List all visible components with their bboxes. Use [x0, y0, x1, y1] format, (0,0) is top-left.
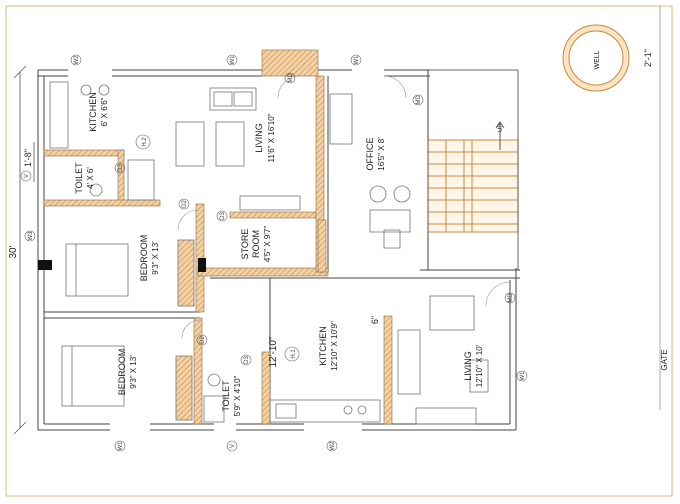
tag-h2: H.2	[142, 137, 148, 147]
room-dims: 9'3" X 13'	[151, 241, 160, 275]
room-dims: 5'9" X 4'10"	[233, 375, 242, 416]
room-living-top: LIVING 11'6" X 16'10"	[254, 113, 276, 162]
column-center	[198, 258, 206, 272]
room-living-bottom: LIVING 12'10" X 10'	[463, 344, 484, 387]
tag-md-right: MD	[508, 293, 514, 303]
room-dims: 4'5" X 9'7"	[263, 226, 272, 262]
dimension-12-10: 12'-10"	[268, 336, 279, 367]
tag-w1-top2: W1	[354, 55, 360, 65]
room-toilet-top: TOILET 4' X 6'	[74, 162, 95, 194]
tag-w2-bottom: W2	[330, 441, 336, 451]
room-name: LIVING	[254, 123, 264, 153]
tag-d3-store: D3	[220, 212, 226, 220]
room-name: TOILET	[74, 162, 84, 194]
stair-enclosure	[427, 69, 519, 271]
room-store: STORE ROOM 4'5" X 9'7"	[240, 226, 272, 262]
gate-label: GATE	[660, 349, 669, 370]
tag-d2-bed2: D2	[200, 336, 206, 344]
tag-v-left: V	[24, 174, 30, 178]
room-name: KITCHEN	[318, 326, 328, 366]
room-bedroom-lower: BEDROOM 9'3" X 13'	[117, 349, 138, 396]
room-dims: 11'6" X 16'10"	[267, 113, 276, 162]
room-kitchen-top: KITCHEN 6' X 6'6"	[88, 92, 109, 132]
tag-d3-toilet: D3	[118, 164, 124, 172]
tag-d3-toilet2: D3	[244, 356, 250, 364]
staircase	[427, 121, 519, 233]
room-name: STORE	[240, 229, 250, 260]
well: WELL	[562, 24, 630, 92]
room-dims: 9'3" X 13'	[129, 355, 138, 389]
tag-v-bottom: V	[230, 444, 236, 448]
room-name: BEDROOM	[117, 349, 127, 396]
column-left	[38, 260, 52, 270]
walls	[37, 69, 520, 431]
room-kitchen-bottom: KITCHEN 12'10" X 10'9"	[318, 321, 339, 371]
room-name: BEDROOM	[139, 235, 149, 282]
room-name-2: ROOM	[251, 230, 261, 258]
tag-w1-bottom: W1	[118, 441, 124, 451]
dimension-1-8: 1'-8"	[23, 149, 33, 167]
site-boundary	[5, 5, 673, 497]
room-name: LIVING	[463, 351, 473, 381]
tag-d2-bed: D2	[182, 200, 188, 208]
opening-tags	[20, 54, 528, 452]
room-toilet-bottom: TOILET 5'9" X 4'10"	[221, 375, 242, 416]
door-swings	[177, 75, 511, 339]
room-name: KITCHEN	[88, 92, 98, 132]
tag-w1-top: W1	[230, 55, 236, 65]
room-name: OFFICE	[365, 138, 375, 171]
room-dims: 6' X 6'6"	[100, 97, 109, 126]
room-dims: 12'10" X 10'	[475, 344, 484, 387]
tag-md-office: MD	[416, 95, 422, 105]
furniture	[49, 81, 489, 425]
dimension-6: 6"	[370, 316, 380, 324]
tag-h1: H.1	[291, 349, 297, 359]
room-dims: 16'5" X 8'	[377, 137, 386, 171]
room-name: TOILET	[221, 380, 231, 412]
tag-w3-left: W3	[28, 231, 34, 241]
stair-up-label: UP	[498, 124, 504, 132]
tag-w2-top: W2	[74, 55, 80, 65]
room-dims: 12'10" X 10'9"	[330, 321, 339, 371]
well-dimension: 2'-1"	[643, 49, 653, 67]
room-dims: 4' X 6'	[86, 167, 95, 189]
well-label: WELL	[594, 50, 601, 69]
tag-w1-right: W1	[520, 371, 526, 381]
dimension-30: 30'	[8, 245, 19, 258]
room-bedroom-upper: BEDROOM 9'3" X 13'	[139, 235, 160, 282]
room-office: OFFICE 16'5" X 8'	[365, 137, 386, 171]
